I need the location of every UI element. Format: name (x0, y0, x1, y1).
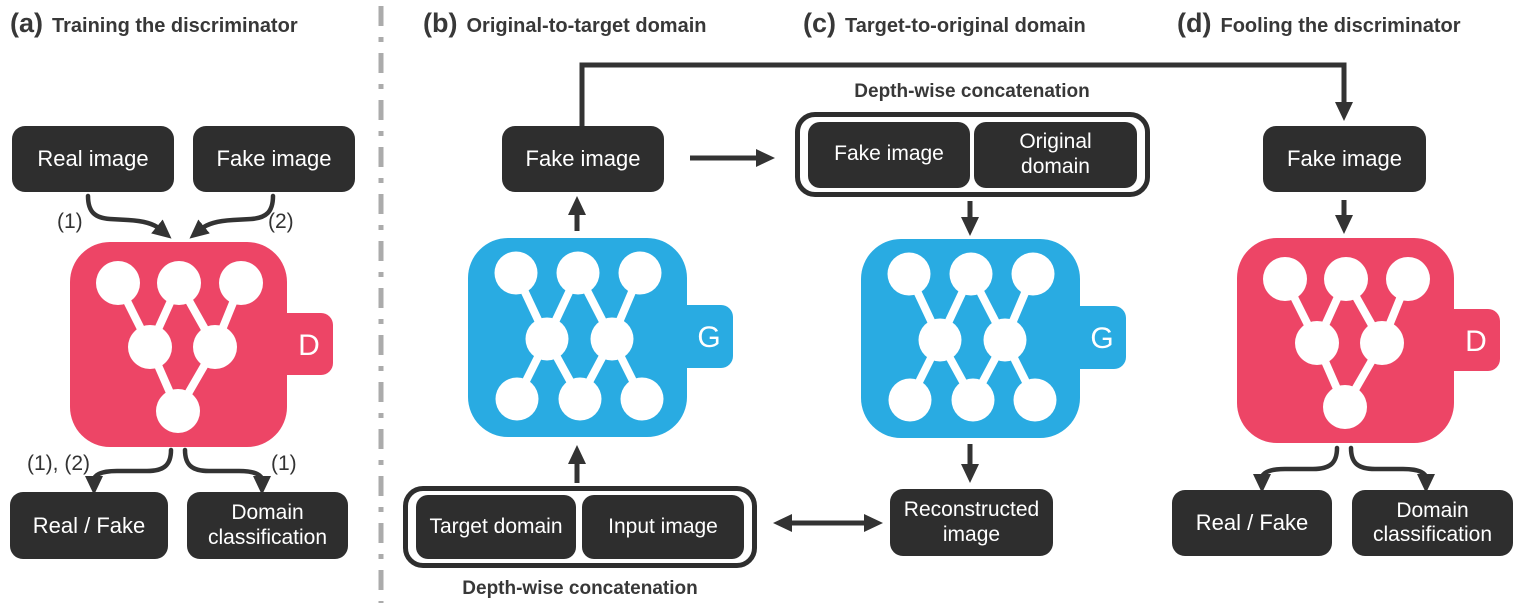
discriminator-network-a: D (70, 242, 333, 447)
arrow-real-image-to-discriminator (85, 193, 172, 239)
panel-b-title: (b) Original-to-target domain (423, 8, 706, 39)
concat-label-c: Depth-wise concatenation (854, 81, 1090, 102)
real-fake-box-a: Real / Fake (10, 492, 168, 559)
arrow-discriminator-d-to-real-fake (1253, 445, 1340, 493)
network-letter-d-d: D (1465, 325, 1487, 358)
panel-c-title: (c) Target-to-original domain (803, 8, 1086, 39)
panel-c-title-text: Target-to-original domain (845, 15, 1086, 37)
arrow-discriminator-a-to-real-fake (85, 447, 174, 495)
panel-d-tag: (d) (1177, 8, 1212, 38)
network-letter-g-b: G (697, 321, 720, 354)
panel-d-title: (d) Fooling the discriminator (1177, 8, 1461, 39)
panel-a-title-text: Training the discriminator (52, 15, 298, 37)
connector-fake-b-to-fake-d (579, 62, 1353, 128)
fake-image-box-b: Fake image (502, 126, 664, 192)
arrow-discriminator-d-to-domain-classification (1348, 445, 1435, 493)
annotation-input-2: (2) (268, 210, 294, 233)
network-letter-g-c: G (1090, 322, 1113, 355)
annotation-output-1-2: (1), (2) (27, 452, 90, 475)
concat-container-b: Target domain Input image (403, 486, 757, 568)
panel-a-tag: (a) (10, 8, 43, 38)
annotation-input-1: (1) (57, 210, 83, 233)
real-fake-box-d: Real / Fake (1172, 490, 1332, 556)
discriminator-network-d: D (1237, 238, 1500, 443)
fake-image-box-d: Fake image (1263, 126, 1426, 192)
real-image-box-a: Real image (12, 126, 174, 192)
generator-network-b: G (468, 238, 733, 437)
fake-image-box-c: Fake image (808, 121, 970, 188)
fake-image-box-a: Fake image (193, 126, 355, 192)
reconstructed-image-box: Reconstructed image (890, 489, 1053, 556)
annotation-output-1: (1) (271, 452, 297, 475)
arrow-discriminator-a-to-domain-classification (182, 447, 271, 495)
generator-network-c: G (861, 239, 1126, 438)
panel-a-title: (a) Training the discriminator (10, 8, 298, 39)
concat-container-c: Fake image Original domain (795, 112, 1150, 197)
domain-classification-box-d: Domain classification (1352, 490, 1513, 556)
input-image-box: Input image (582, 495, 744, 559)
target-domain-box: Target domain (416, 495, 576, 559)
panel-c-tag: (c) (803, 8, 836, 38)
concat-label-b: Depth-wise concatenation (462, 578, 698, 599)
arrow-fake-image-to-discriminator (189, 193, 276, 239)
panel-d-title-text: Fooling the discriminator (1220, 15, 1461, 37)
domain-classification-box-a: Domain classification (187, 492, 348, 559)
panel-b-title-text: Original-to-target domain (466, 15, 707, 37)
original-domain-box: Original domain (974, 121, 1137, 188)
network-letter-d-a: D (298, 329, 320, 362)
panel-b-tag: (b) (423, 8, 458, 38)
